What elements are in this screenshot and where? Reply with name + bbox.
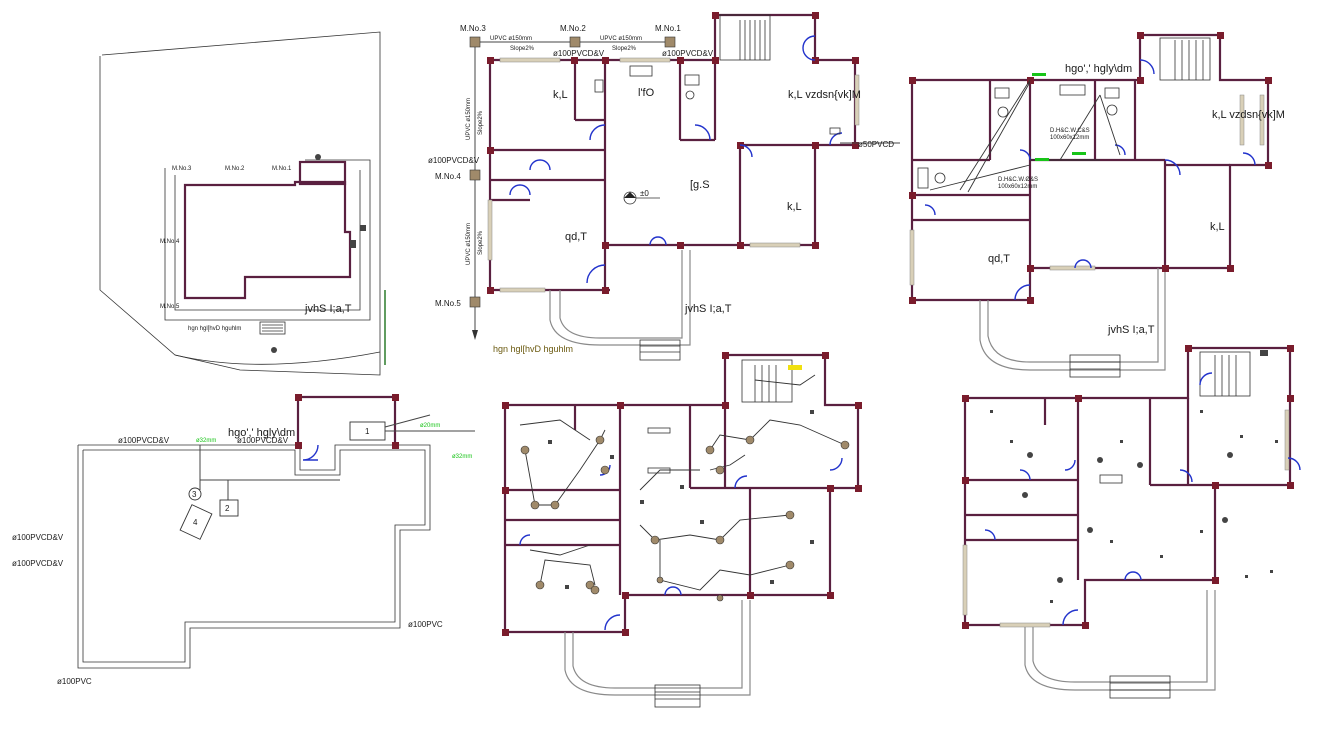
water-note-2: 100x60x12mm [1050,135,1089,141]
pipe-slope-top-right: Slope2% [612,46,637,52]
room-dining: qd,T [565,231,587,243]
pipe-slope-top-left: Slope2% [510,46,535,52]
water-note-3: D.H&C.W.Ø&S [998,177,1038,183]
pipe-vent-left: ø100PVCD&V [428,156,480,165]
drain-manhole-4: M.No.4 [435,172,461,181]
lighting-plan [962,345,1301,699]
site-footer-note: hgn hgl[hvD hguhlm [188,326,241,332]
site-plan: M.No.3 M.No.2 M.No.1 M.No.4 M.No.5 jvhS … [99,31,386,376]
roof-label-4: ø100PVCD&V [12,559,64,568]
water-room-dining: qd,T [988,253,1010,265]
pipe-vent-1: ø100PVCD&V [553,49,605,58]
pipe-outlet: ø50PVCD [858,140,894,149]
roof-green-2: ø20mm [420,423,440,429]
room-bed1: k,L [553,89,568,101]
site-manhole-4: M.No.4 [160,239,180,245]
water-room-bed3: k,L [1210,221,1225,233]
roof-label-1: ø100PVCD&V [118,436,170,445]
pipe-label-top-left: UPVC ø150mm [490,36,532,42]
site-lounge-label: jvhS I;a,T [304,303,352,315]
roof-label-3: ø100PVCD&V [12,533,64,542]
drain-manhole-3: M.No.3 [460,24,486,33]
tag-2: 2 [225,504,230,513]
water-note-4: 100x60x12mm [998,184,1037,190]
pipe-vert-lower: UPVC ø150mm [466,223,472,265]
roof-title: hgo',' hgly\dm [228,427,295,439]
roof-drain-plan: 1 2 3 4 hgo',' hgly\dm ø100PVCD&V ø100PV… [12,394,475,686]
room-bed3: k,L [787,201,802,213]
drain-manhole-5: M.No.5 [435,299,461,308]
site-manhole-2: M.No.2 [225,166,245,172]
tag-3: 3 [192,490,197,499]
site-manhole-5: M.No.5 [160,304,180,310]
site-manhole-3: M.No.3 [172,166,192,172]
drainage-plan: M.No.3 M.No.2 M.No.1 M.No.4 M.No.5 UPVC … [428,12,900,361]
roof-green-1: ø32mm [196,438,216,444]
roof-label-5: ø100PVC [408,620,443,629]
water-plan: hgo',' hgly\dm k,L vzdsn{vk]M k,L qd,T j… [909,32,1285,378]
drainage-title: hgn hgl[hvD hguhlm [493,344,573,354]
room-store: l'fO [638,87,655,99]
level-mark: ±0 [640,189,649,198]
drain-manhole-1: M.No.1 [655,24,681,33]
electrical-plan [502,352,862,708]
pipe-label-top-right: UPVC ø150mm [600,36,642,42]
roof-label-6: ø100PVC [57,677,92,686]
tag-1: 1 [365,427,370,436]
drain-manhole-2: M.No.2 [560,24,586,33]
pipe-vert-upper: UPVC ø150mm [466,98,472,140]
roof-green-3: ø32mm [452,454,472,460]
room-kitchen: [g.S [690,179,710,191]
pipe-vert-lower-slope: Slope2% [478,230,484,255]
water-title: hgo',' hgly\dm [1065,63,1132,75]
tag-4: 4 [193,518,198,527]
roof-label-2: ø100PVCD&V [237,436,289,445]
pipe-vert-upper-slope: Slope2% [478,110,484,135]
site-manhole-1: M.No.1 [272,166,292,172]
water-note-1: D.H&C.W.C&S [1050,128,1090,134]
water-room-bed2: k,L vzdsn{vk]M [1212,109,1285,121]
pipe-vent-2: ø100PVCD&V [662,49,714,58]
water-room-lounge: jvhS I;a,T [1107,324,1155,336]
room-lounge: jvhS I;a,T [684,303,732,315]
room-bed2: k,L vzdsn{vk]M [788,89,861,101]
